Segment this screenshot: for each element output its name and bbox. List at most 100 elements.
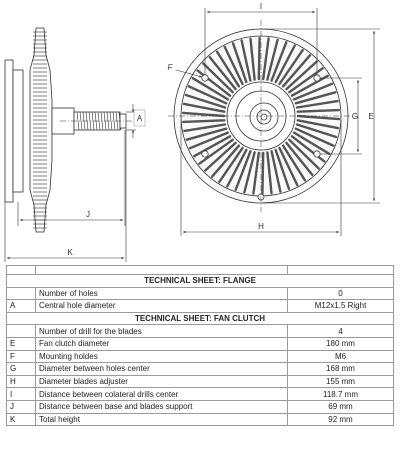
row-value: 155 mm	[287, 374, 394, 389]
clutch-body-outline	[29, 27, 53, 233]
flange-title: TECHNICAL SHEET: FLANGE	[6, 274, 394, 288]
cooling-fin	[266, 151, 273, 195]
cooling-fin	[202, 62, 234, 94]
dimension-f-leader	[175, 69, 203, 78]
dimension-h	[180, 120, 342, 236]
row-code	[6, 286, 36, 301]
row-label: Central hole diameter	[35, 299, 288, 313]
mounting-hole-top-right	[313, 74, 321, 82]
thread-line	[76, 111, 80, 131]
cooling-fin	[266, 38, 279, 81]
row-code: E	[6, 336, 36, 351]
cooling-fin	[218, 146, 244, 184]
cooling-fin	[295, 99, 339, 109]
cooling-fin	[292, 131, 331, 156]
table-spacer-row	[6, 265, 394, 275]
cooling-fin	[184, 93, 227, 109]
side-view	[4, 27, 135, 233]
cooling-fin	[296, 119, 340, 130]
cooling-fin	[215, 50, 241, 88]
cooling-fin	[198, 138, 234, 165]
fan-clutch-section-header: TECHNICAL SHEET: FAN CLUTCH	[6, 311, 394, 326]
dimension-i	[204, 8, 318, 75]
dimension-a-label: A	[137, 114, 143, 123]
row-code: A	[6, 299, 36, 313]
cooling-fin	[196, 69, 232, 97]
cooling-fin	[285, 141, 314, 177]
cooling-fin	[231, 42, 248, 84]
cooling-fin	[249, 37, 256, 81]
row-label: Distance between base and blades support	[35, 399, 288, 414]
side-flange-inner	[12, 69, 24, 193]
dimension-j-label: J	[86, 210, 90, 219]
row-label: Number of drill for the blades	[35, 324, 288, 338]
cooling-fin	[182, 102, 226, 113]
cooling-fin	[191, 76, 230, 101]
cooling-fin	[185, 127, 228, 141]
row-label: Total height	[35, 412, 288, 427]
row-code: F	[6, 349, 36, 364]
cooling-fin	[270, 41, 288, 82]
dimension-j	[17, 130, 126, 226]
cooling-fin	[274, 44, 296, 84]
cooling-fin	[240, 39, 252, 82]
cooling-fin	[192, 135, 232, 158]
front-fins	[181, 36, 341, 196]
cooling-fin	[281, 144, 307, 182]
cooling-fin	[274, 148, 291, 191]
front-view	[168, 20, 355, 212]
row-value: 168 mm	[287, 362, 394, 376]
cooling-fin	[285, 60, 318, 91]
dimension-k-label: K	[67, 248, 73, 257]
row-value: 92 mm	[287, 412, 394, 427]
mounting-hole-top-left	[201, 74, 209, 82]
cooling-fin	[223, 45, 244, 86]
row-code: I	[6, 387, 36, 401]
row-label: Diameter blades adjuster	[35, 374, 288, 389]
row-value: 0	[287, 286, 394, 301]
row-code: J	[6, 399, 36, 414]
cooling-fin	[296, 114, 341, 121]
cooling-fin	[278, 48, 304, 86]
cooling-fin	[295, 123, 338, 139]
cooling-fin	[208, 56, 237, 91]
flange-section-header: TECHNICAL SHEET: FLANGE	[6, 274, 394, 288]
cooling-fin	[281, 54, 312, 88]
row-label: Distance between colateral drills center	[35, 387, 288, 401]
cooling-fin	[203, 141, 237, 172]
row-value: M12x1.5 Right	[287, 299, 394, 313]
cooling-fin	[183, 123, 227, 133]
cooling-fin	[181, 111, 226, 118]
fan-clutch-technical-drawing: A J K I F	[4, 2, 380, 262]
cooling-fin	[288, 138, 320, 170]
thread-line	[109, 111, 113, 131]
row-label: Fan clutch diameter	[35, 336, 288, 351]
cooling-fin	[278, 146, 299, 187]
dimension-f-label: F	[168, 63, 174, 72]
cooling-fin	[210, 144, 241, 178]
dimension-i-label: I	[260, 2, 262, 11]
row-code: H	[6, 374, 36, 389]
dimension-e	[261, 28, 380, 204]
row-code: K	[6, 412, 36, 427]
dimension-h-label: H	[258, 222, 264, 231]
fan-clutch-title: TECHNICAL SHEET: FAN CLUTCH	[6, 311, 394, 326]
dimension-g-label: G	[352, 112, 358, 121]
cooling-fin	[181, 119, 226, 124]
cooling-fin	[290, 135, 326, 163]
cooling-fin	[296, 108, 340, 113]
row-value: 4	[287, 324, 394, 338]
side-fins	[33, 31, 47, 229]
thread-line	[79, 111, 83, 131]
